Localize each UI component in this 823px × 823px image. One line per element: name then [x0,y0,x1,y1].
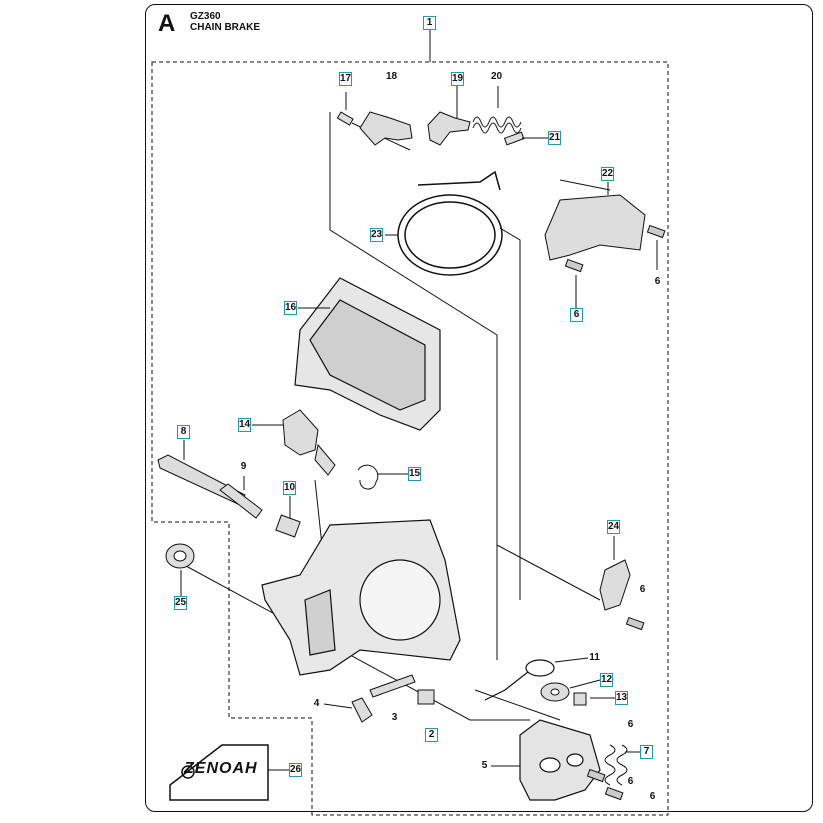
callout-15[interactable]: 15 [408,467,421,481]
callout-2[interactable]: 2 [425,728,438,742]
part-6-screw [625,616,645,631]
part-3-pin [369,674,416,698]
callout-10[interactable]: 10 [283,481,296,495]
callout-6-d[interactable]: 6 [627,719,634,730]
callout-22[interactable]: 22 [601,167,614,181]
callout-6-e[interactable]: 6 [627,776,634,787]
part-19-lever [427,111,471,146]
guide-line [499,227,521,600]
part-9-sleeve [219,483,263,519]
callout-1[interactable]: 1 [423,16,436,30]
part-13-nut [573,692,587,706]
part-6-screw [586,768,624,801]
part-16-hand-guard [294,277,441,431]
part-22-cover [544,194,646,261]
part-20-spring [472,116,522,134]
chain-brake-housing [261,519,461,676]
part-15-spring [357,464,379,490]
callout-6-a[interactable]: 6 [654,276,661,287]
callout-24[interactable]: 24 [607,520,620,534]
part-4-screw [351,697,373,723]
assembly-boundary [151,61,669,816]
callout-23[interactable]: 23 [370,228,383,242]
part-21-pin [503,131,525,146]
callout-11[interactable]: 11 [589,652,600,663]
part-26-decal [169,744,269,801]
callout-18[interactable]: 18 [385,71,398,82]
zenoah-logo: ZENOAH [184,760,258,777]
part-14-lever [282,409,336,476]
callout-9[interactable]: 9 [240,461,247,472]
callout-4[interactable]: 4 [313,698,320,709]
part-11-spring-clip [484,659,555,701]
part-2-nut [417,689,435,705]
section-letter: A [158,10,176,37]
part-17-pin [336,111,354,126]
part-12-washer [540,682,570,702]
callout-17[interactable]: 17 [339,72,352,86]
callout-6-c[interactable]: 6 [639,584,646,595]
callout-20[interactable]: 20 [490,71,503,82]
part-25-nut [165,543,195,569]
callout-6-b[interactable]: 6 [570,308,583,322]
callout-25[interactable]: 25 [174,596,187,610]
callout-19[interactable]: 19 [451,72,464,86]
callout-5[interactable]: 5 [481,760,488,771]
callout-13[interactable]: 13 [615,691,628,705]
part-5-cover-plate [519,719,601,801]
diagram-frame [145,4,813,812]
callout-6-f[interactable]: 6 [649,791,656,802]
callout-3[interactable]: 3 [391,712,398,723]
model-name: GZ360 [190,11,221,22]
part-23-brake-band [397,170,503,276]
callout-21[interactable]: 21 [548,131,561,145]
guide-line [329,112,498,660]
part-6-screw [564,224,666,273]
callout-16[interactable]: 16 [284,301,297,315]
part-18-lever [359,111,413,146]
part-24-lever [599,559,631,611]
callout-8[interactable]: 8 [177,425,190,439]
callout-7[interactable]: 7 [640,745,653,759]
callout-12[interactable]: 12 [600,673,613,687]
callout-14[interactable]: 14 [238,418,251,432]
callout-26[interactable]: 26 [289,763,302,777]
part-10-collar [275,514,301,538]
diagram-title: CHAIN BRAKE [190,22,260,33]
